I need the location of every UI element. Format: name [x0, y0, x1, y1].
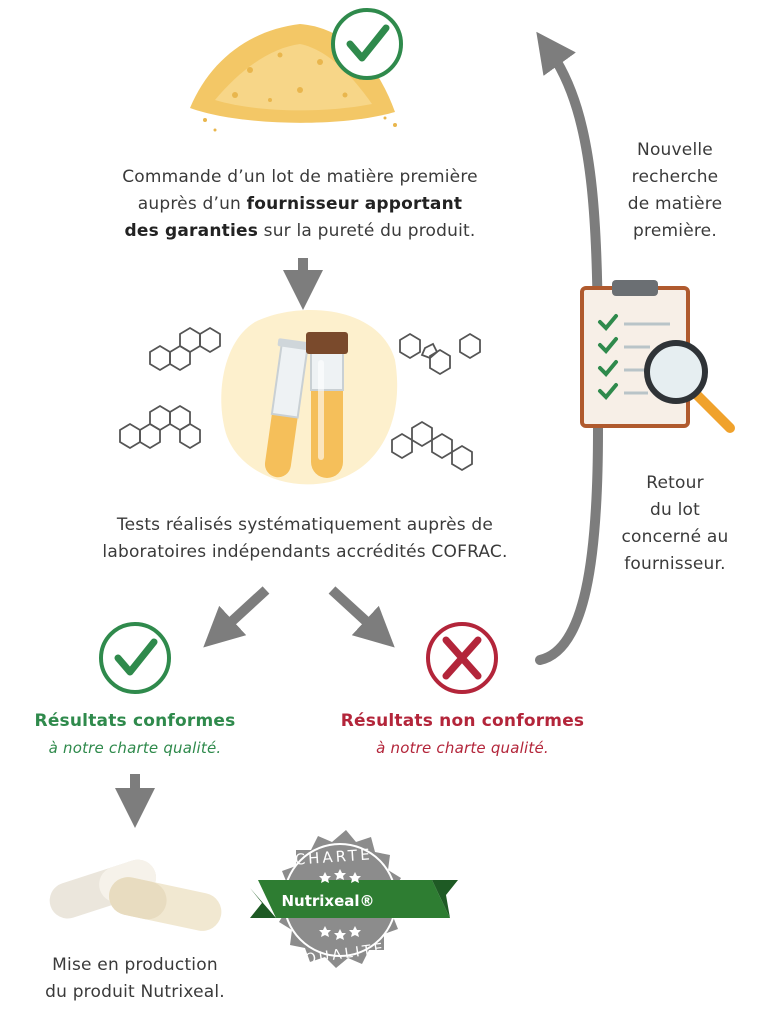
research-side-text: Nouvelle recherche de matière première. [612, 137, 738, 245]
arrow-diagonal-right-icon [328, 586, 395, 648]
return-line-4: fournisseur. [624, 554, 726, 574]
result-noncompliant: Résultats non conformes à notre charte q… [330, 708, 595, 762]
tests-line-2: laboratoires indépendants accrédités COF… [102, 542, 508, 562]
production-line-1: Mise en production [52, 955, 218, 975]
order-step-text: Commande d’un lot de matière première au… [90, 164, 510, 245]
seal-top-text: CHARTE [294, 845, 373, 868]
order-line-3-bold: des garanties [124, 221, 259, 241]
research-line-1: Nouvelle [637, 140, 713, 160]
order-line-1: Commande d’un lot de matière première [122, 167, 478, 187]
research-line-4: première. [633, 221, 717, 241]
check-badge-icon [99, 622, 171, 694]
cross-badge-icon [426, 622, 498, 694]
research-line-3: de matière [627, 194, 723, 214]
result-compliant: Résultats conformes à notre charte quali… [10, 708, 260, 762]
production-line-2: du produit Nutrixeal. [45, 982, 225, 1002]
tests-step-text: Tests réalisés systématiquement auprès d… [70, 512, 540, 566]
order-line-3: des garanties sur la pureté du produit. [90, 218, 510, 245]
research-line-2: recherche [631, 167, 719, 187]
magnifier-icon [644, 340, 735, 433]
production-step-text: Mise en production du produit Nutrixeal. [20, 952, 250, 1006]
quality-seal-icon [250, 830, 458, 968]
seal-brand-text: Nutrixeal® [281, 892, 374, 910]
tests-line-1: Tests réalisés systématiquement auprès d… [116, 515, 494, 535]
capsules-icon [49, 859, 222, 931]
result-compliant-title: Résultats conformes [34, 711, 236, 731]
arrow-diagonal-left-icon [203, 586, 270, 648]
order-line-2: auprès d’un fournisseur apportant [90, 191, 510, 218]
order-line-2-bold: fournisseur apportant [246, 194, 463, 214]
order-line-3-suffix: sur la pureté du produit. [258, 221, 476, 241]
order-line-2-prefix: auprès d’un [137, 194, 247, 214]
test-tubes-icon [221, 310, 398, 485]
return-side-text: Retour du lot concerné au fournisseur. [612, 470, 738, 578]
molecule-icon [149, 326, 221, 372]
result-noncompliant-title: Résultats non conformes [340, 711, 585, 731]
check-badge-icon [331, 8, 403, 80]
molecule-icon [119, 404, 201, 450]
return-line-3: concerné au [621, 527, 729, 547]
molecule-icon [391, 420, 473, 472]
result-compliant-subtitle: à notre charte qualité. [48, 739, 222, 757]
result-noncompliant-subtitle: à notre charte qualité. [376, 739, 549, 757]
molecule-icon [399, 332, 481, 376]
return-line-2: du lot [650, 500, 700, 520]
return-line-1: Retour [646, 473, 704, 493]
